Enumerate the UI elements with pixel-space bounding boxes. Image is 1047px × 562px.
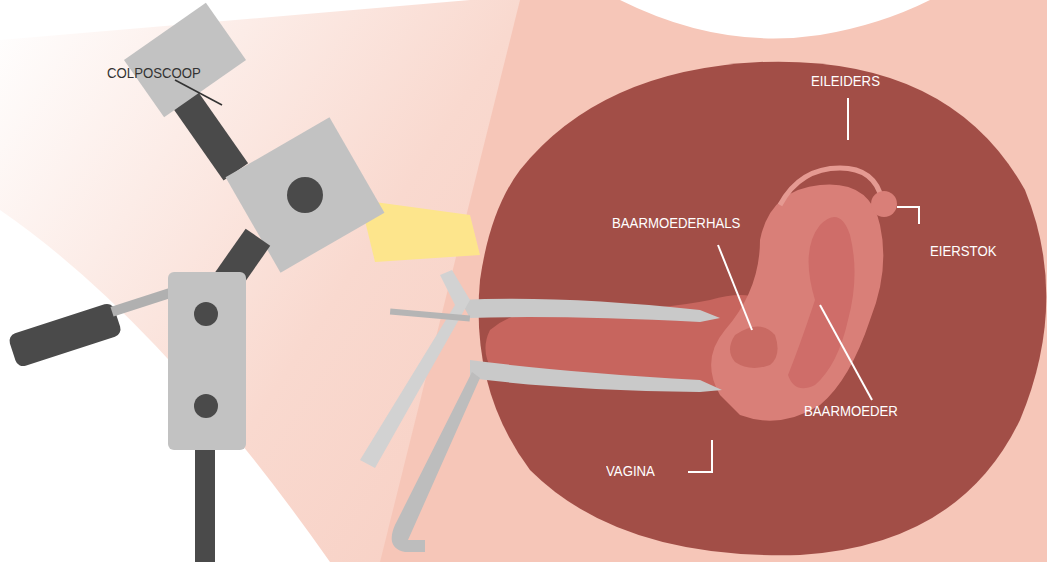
stand-knob <box>194 302 218 326</box>
leader-bracket <box>688 440 712 472</box>
leader-line <box>820 305 872 400</box>
leader-line <box>175 80 222 105</box>
cervix <box>730 327 778 368</box>
part-label: BAARMOEDERHALS <box>612 214 740 232</box>
speculum <box>470 360 722 392</box>
speculum <box>392 372 480 552</box>
speculum <box>460 299 720 322</box>
fallopian-tube <box>780 168 882 205</box>
colposcope-stand <box>168 272 246 450</box>
part-label: BAARMOEDER <box>804 402 898 420</box>
part-label: COLPOSCOOP <box>107 64 201 82</box>
ovary <box>871 191 897 217</box>
body-ground <box>380 0 1047 562</box>
leader-bracket <box>897 207 919 224</box>
colposcope-head <box>124 3 246 118</box>
part-label: EIERSTOK <box>930 242 997 260</box>
leader-line <box>847 98 849 140</box>
body-curve <box>620 0 930 38</box>
leader-line <box>718 245 752 330</box>
part-label: VAGINA <box>606 462 655 480</box>
speculum <box>360 270 470 468</box>
colposcope-handle <box>7 302 122 368</box>
part-label: EILEIDERS <box>811 72 880 90</box>
speculum-screw <box>390 309 470 322</box>
uterus-cavity <box>788 217 855 388</box>
colposcope-knob <box>287 177 323 213</box>
stand-knob <box>194 394 218 418</box>
